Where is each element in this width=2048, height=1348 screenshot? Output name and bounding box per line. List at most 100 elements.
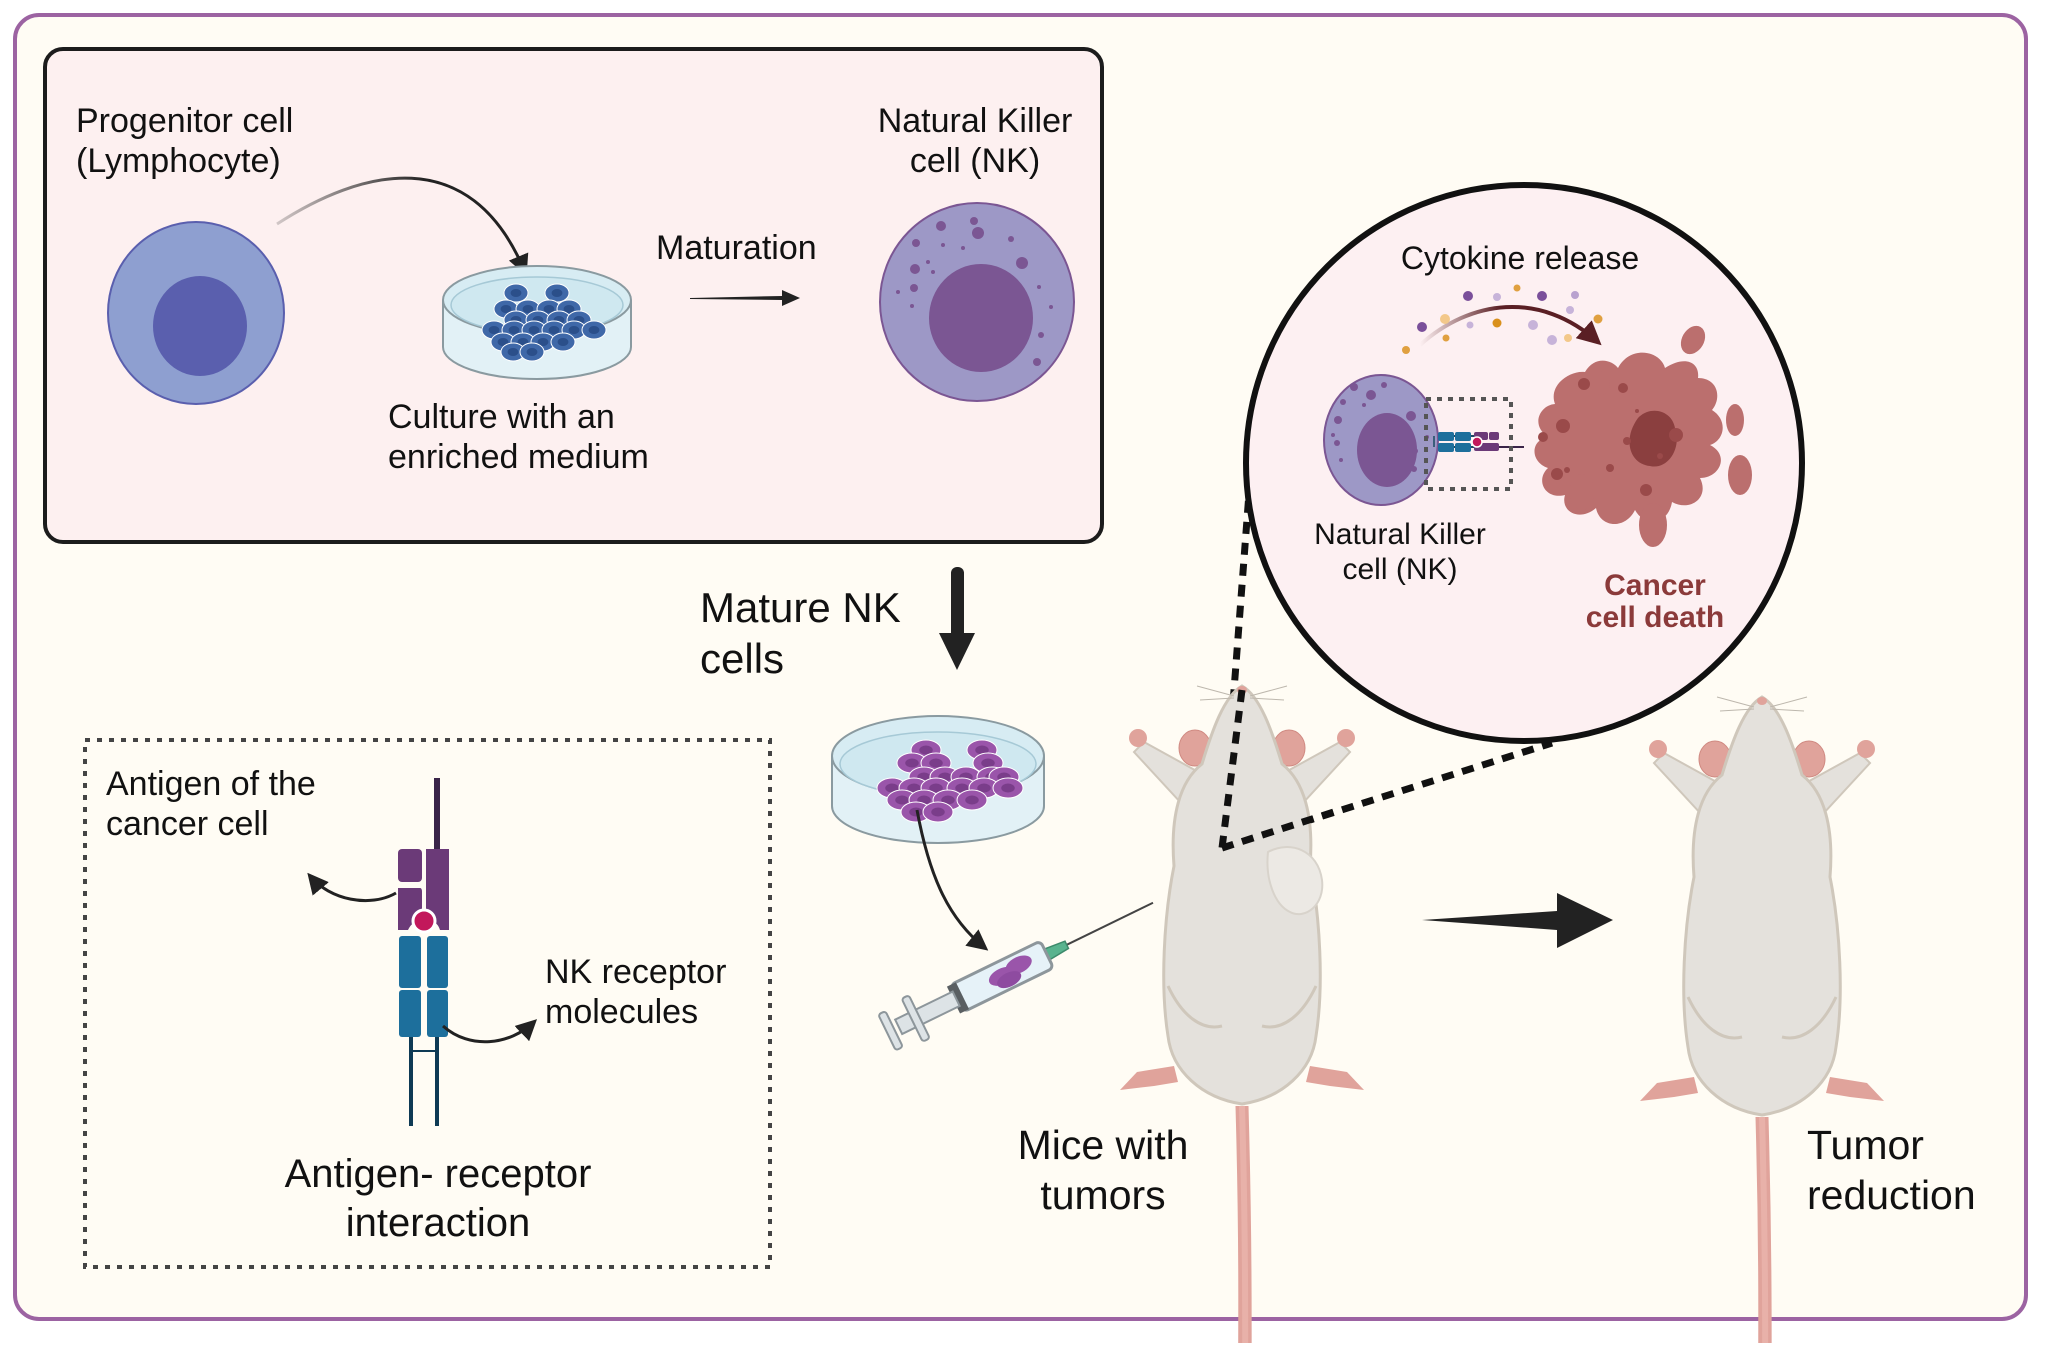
cancer-death-label-line1: Cancer [1604,569,1706,602]
granule [1578,378,1590,390]
granule [1350,383,1358,391]
mouse-haunch [1781,996,1838,1040]
granule [970,217,978,225]
cytokine-dot [1463,291,1473,301]
cultured-cell-nucleus [551,288,563,298]
cultured-cell-nucleus [500,304,512,314]
cancer-death-label-line2: cell death [1585,600,1725,634]
cultured-cell-nucleus [510,288,522,298]
mature-nk-label: Mature NK cells [700,582,901,684]
cytokine-dot [1593,314,1603,324]
mouse-nose [1757,697,1767,705]
tumor-mouse-label-line2: tumors [1040,1172,1166,1219]
cytokine-dot [1492,318,1502,328]
granule [961,246,965,250]
mouse-paw [1129,729,1147,747]
cultured-cell-nucleus [588,325,600,335]
nk-label: Natural Killer cell (NK) [860,101,1090,181]
cultured-cell-nucleus [919,745,933,755]
cytokine-dot [1417,322,1427,332]
mouse-paw [1857,740,1875,758]
mouse-whisker [1199,697,1235,701]
cultured-cell-nucleus [537,337,549,347]
progenitor-label-line2: (Lymphocyte) [76,142,281,181]
cytokine-dot [1547,335,1557,345]
cultured-cell-nucleus [929,783,943,793]
cancer-death-label: Cancer cell death [1560,570,1750,633]
mouse-whisker [1716,696,1755,708]
maturation-arrow [690,290,800,306]
treated-mouse-label-line2: reduction [1807,1172,1976,1219]
zoomed-nk-label-line2: cell (NK) [1342,553,1458,587]
granule [1606,464,1614,472]
cultured-cell-nucleus [563,304,575,314]
cultured-cell-nucleus [548,325,560,335]
receptor-label: NK receptor molecules [545,952,726,1032]
maturation-label: Maturation [656,228,817,268]
culture-label-line1: Culture with an [388,398,615,436]
cultured-cell-nucleus [1001,783,1015,793]
granule [936,221,946,231]
zoom-lines-overlay [1218,689,1342,852]
receptor-label-line1: NK receptor [545,953,727,991]
zoomed-nk-label: Natural Killer cell (NK) [1290,517,1510,588]
load-syringe-arrow [915,809,989,951]
treated-mouse-icon [1640,695,1884,1348]
granule [910,284,918,292]
receptor-pointer-arrow [442,1019,538,1044]
granule [1008,236,1014,242]
granule [1564,467,1570,473]
mouse-paw [1337,729,1355,747]
granule [1339,458,1343,462]
antigen-receptor-icon [398,778,449,1126]
granule [1362,403,1366,407]
cultured-cell-nucleus [508,325,520,335]
cultured-cell-nucleus [907,783,921,793]
granule [1366,390,1376,400]
receptor-panel-title-line2: interaction [345,1200,531,1245]
cytokine-dot [1564,334,1572,342]
cultured-cell-nucleus [977,783,991,793]
zoomed-nk-label-line1: Natural Killer [1314,518,1486,551]
receptor-panel-title-line1: Antigen- receptor [284,1152,592,1196]
mouse-whisker [1769,696,1808,708]
cultured-cell-nucleus [885,783,899,793]
zoomed-nk-cell-icon [1323,374,1439,506]
granule [926,260,930,264]
mouse-body [1162,684,1322,1106]
cytokine-label: Cytokine release [1370,240,1670,278]
receptor-label-line2: molecules [545,993,699,1032]
mouse-paw [1649,740,1667,758]
granule [1538,432,1548,442]
culture-arrow [276,176,529,276]
zoom-circle [1243,182,1805,744]
antigen-pointer-arrow [307,872,397,903]
cultured-cell-nucleus [488,325,500,335]
culture-label: Culture with an enriched medium [388,397,649,477]
cytokine-dot [1566,306,1574,314]
granule [910,264,920,274]
cultured-cell-nucleus [931,807,945,817]
cytokine-dot [1528,320,1538,330]
petri-dish-mature-icon [831,715,1045,844]
granule [910,304,914,308]
tumor-mouse-label: Mice with tumors [983,1120,1223,1220]
granule [972,227,984,239]
granule [896,290,900,294]
granule [1049,305,1053,309]
progenitor-label-line1: Progenitor cell [76,102,294,140]
mouse-tail [1235,1105,1252,1348]
granule [1334,440,1340,446]
mouse-foot [1306,1066,1364,1090]
granule [1016,257,1028,269]
cultured-cell-nucleus [941,795,955,805]
cultured-cell-nucleus [507,347,519,357]
mouse-tail-core [1239,1105,1249,1348]
granule [1381,382,1387,388]
granule [1640,484,1652,496]
mouse-tail [1755,1116,1772,1348]
granule [931,270,935,274]
progenitor-label: Progenitor cell (Lymphocyte) [76,101,293,181]
